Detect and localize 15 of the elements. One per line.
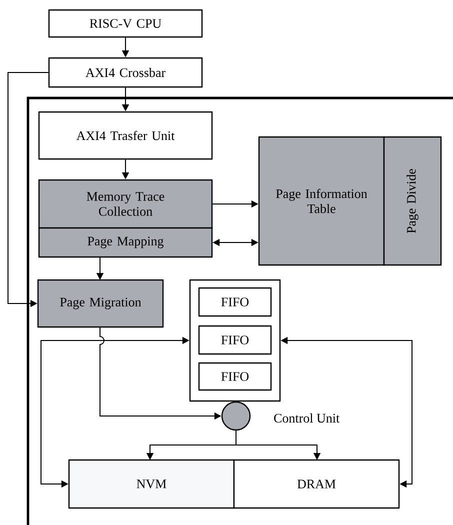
- process-box: AXI4 Trasfer Unit: [38, 111, 213, 160]
- process-box: Page Divide: [383, 136, 442, 266]
- memory-box: DRAM: [233, 459, 400, 509]
- process-box: Page Mapping: [38, 227, 213, 258]
- process-box: Page Migration: [37, 279, 164, 328]
- memory-box: NVM: [68, 459, 235, 509]
- frame-border: [26, 96, 453, 525]
- fifo-box: FIFO: [198, 362, 272, 391]
- process-box: RISC-V CPU: [48, 9, 203, 38]
- node-caption: Control Unit: [274, 413, 340, 423]
- process-box: AXI4 Crossbar: [48, 57, 203, 88]
- process-box: Memory Trace Collection: [38, 179, 213, 229]
- fifo-box: FIFO: [198, 325, 272, 355]
- fifo-box: FIFO: [198, 287, 272, 317]
- control-circle: [221, 401, 251, 431]
